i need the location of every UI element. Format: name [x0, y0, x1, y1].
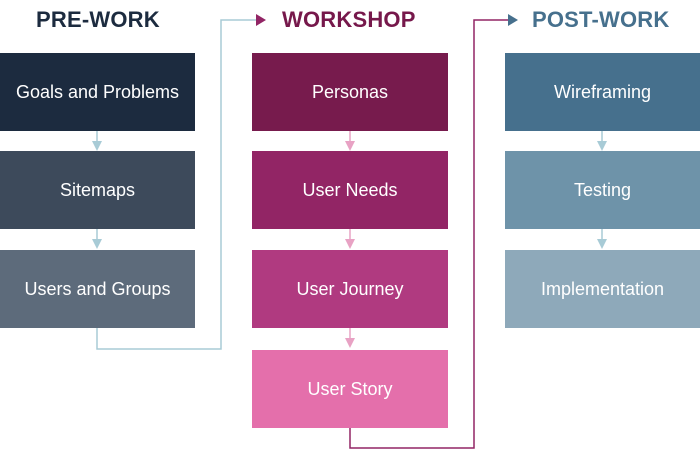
step-implementation: Implementation	[505, 250, 700, 328]
connector-arrowhead-post	[508, 14, 518, 26]
heading-workshop: WORKSHOP	[282, 7, 416, 32]
connector-workshop-to-post	[349, 19, 508, 449]
step-label: Testing	[573, 179, 632, 200]
step-wireframing: Wireframing	[505, 53, 700, 131]
step-label: Sitemaps	[59, 179, 136, 200]
connector-arrowhead-workshop	[256, 14, 266, 26]
step-label: User Journey	[296, 278, 404, 299]
step-user-journey: User Journey	[252, 250, 448, 328]
step-user-story: User Story	[252, 350, 448, 428]
step-label: Wireframing	[553, 81, 651, 102]
step-label: Users and Groups	[24, 278, 171, 299]
step-goals-and-problems: Goals and Problems	[0, 53, 195, 131]
step-label: Implementation	[540, 278, 665, 299]
step-label: Goals and Problems	[15, 81, 180, 102]
connector-pre-to-workshop	[96, 19, 256, 350]
step-sitemaps: Sitemaps	[0, 151, 195, 229]
step-users-and-groups: Users and Groups	[0, 250, 195, 328]
step-label: User Story	[307, 378, 393, 399]
heading-pre-work: PRE-WORK	[36, 7, 160, 32]
step-user-needs: User Needs	[252, 151, 448, 229]
step-testing: Testing	[505, 151, 700, 229]
step-personas: Personas	[252, 53, 448, 131]
step-label: User Needs	[302, 179, 398, 200]
step-label: Personas	[311, 81, 389, 102]
heading-post-work: POST-WORK	[532, 7, 670, 32]
